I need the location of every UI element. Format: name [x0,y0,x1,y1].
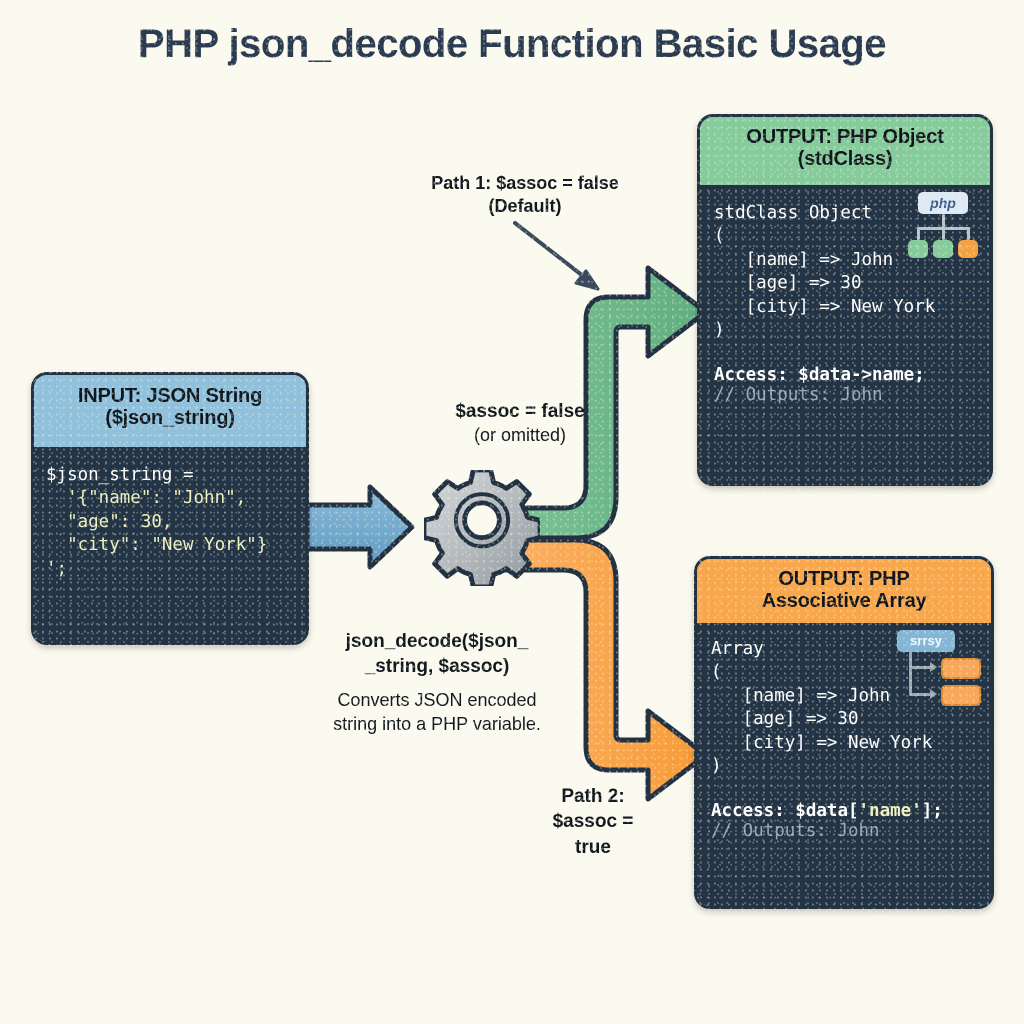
assoc-false-note: (or omitted) [473,425,567,446]
array-access-expression-pre: $data[ [795,800,859,821]
array-badge-node-2 [941,685,981,706]
array-access-key: 'name' [858,800,922,821]
array-card-header-line2: Associative Array [761,590,927,613]
badge-drop-1 [917,228,920,240]
object-code-line-6: ) [714,320,725,341]
array-badge-arm-2 [909,693,931,696]
object-card-header-line1: OUTPUT: PHP Object [746,126,944,148]
badge-stem [942,214,945,228]
badge-node-1 [908,240,928,258]
page-title: PHP json_decode Function Basic Usage [137,22,887,66]
object-code-line-4: [age] => 30 [714,273,862,294]
array-code-spacer [711,779,979,801]
object-access-prefix: Access: [714,364,799,385]
function-signature-line2: _string, $assoc) [364,655,510,677]
object-card-header: OUTPUT: PHP Object (stdClass) [700,117,990,185]
array-code-line-5: [city] => New York [711,732,933,753]
badge-node-3 [958,240,978,258]
php-object-badge-icon: php [906,192,980,260]
object-code-spacer [714,343,978,365]
path2-label-line3: true [575,836,611,858]
object-card-code-panel: php stdClass Object ( [name] => John [ag… [700,185,990,483]
object-card-header-line2: (stdClass) [797,148,893,171]
path1-label-line1: Path 1: $assoc = false [431,173,619,193]
path2-label-line2: $assoc = [552,811,634,833]
array-badge-arrowhead-2 [930,689,937,699]
array-code-line-3: [name] => John [711,685,891,706]
array-access-prefix: Access: [711,800,796,821]
input-code-line-2: '{"name": "John", [46,488,247,509]
gear-icon [424,470,540,586]
object-path-arrow [500,265,709,541]
input-card-header: INPUT: JSON String ($json_string) [34,375,306,447]
input-card-code-panel: $json_string = '{"name": "John", "age": … [34,447,306,642]
input-flow-arrow [304,484,415,570]
array-badge-node-1 [941,658,981,679]
badge-drop-3 [967,228,970,240]
array-badge-arrowhead-1 [930,662,937,672]
path2-label: Path 2: $assoc = true [528,784,658,860]
array-output-comment: // Outputs: John [711,820,880,841]
path1-label: Path 1: $assoc = false (Default) [380,172,670,219]
array-badge-chip-label: srrsy [897,630,955,652]
array-access-expression-post: ]; [921,800,943,821]
badge-drop-2 [942,228,945,240]
array-card-code-panel: srrsy Array ( [name] => John [age] => 30… [697,623,991,906]
object-code-line-2: ( [714,226,725,247]
function-description: Converts JSON encoded string into a PHP … [333,690,541,735]
input-code-line-5: '; [46,558,68,579]
object-code-line-1: stdClass Object [714,203,873,223]
array-code-line-4: [age] => 30 [711,709,859,730]
object-code-line-5: [city] => New York [714,296,936,317]
object-code-line-3: [name] => John [714,249,894,270]
array-badge-stem [909,652,912,694]
input-code-line-1: $json_string = [46,465,194,485]
badge-node-2 [933,240,953,258]
input-code-line-4: "city": "New York"} [46,535,268,556]
function-signature-line1: json_decode($json_ [345,631,529,652]
function-signature-label: json_decode($json_ _string, $assoc) Conv… [322,630,552,737]
path1-label-line2: (Default) [488,196,562,217]
object-access-expression: $data->name; [798,364,925,385]
output-php-object-card: OUTPUT: PHP Object (stdClass) php stdCla… [697,114,993,486]
array-card-header: OUTPUT: PHP Associative Array [697,559,991,623]
array-access-line: Access: $data['name']; [711,801,979,821]
object-output-comment: // Outputs: John [714,384,883,405]
assoc-false-label: $assoc = false (or omitted) [370,399,670,448]
array-card-header-line1: OUTPUT: PHP [778,568,910,590]
path2-label-line1: Path 2: [561,786,625,807]
array-badge-arm-1 [909,666,931,669]
path1-pointer-arrow [513,221,600,291]
object-access-line: Access: $data->name; [714,365,978,385]
array-code-line-1: Array [711,639,764,659]
output-associative-array-card: OUTPUT: PHP Associative Array srrsy Arra… [694,556,994,909]
input-code-line-3: "age": 30, [46,511,173,532]
input-card-header-line2: ($json_string) [105,407,235,430]
array-code-line-2: ( [711,662,722,683]
assoc-false-bold: $assoc = false [455,401,585,422]
php-badge-chip-label: php [918,192,968,214]
input-card-header-line1: INPUT: JSON String [77,385,263,407]
input-json-string-card: INPUT: JSON String ($json_string) $json_… [31,372,309,645]
array-badge-icon: srrsy [897,630,983,706]
array-code-line-6: ) [711,756,722,777]
